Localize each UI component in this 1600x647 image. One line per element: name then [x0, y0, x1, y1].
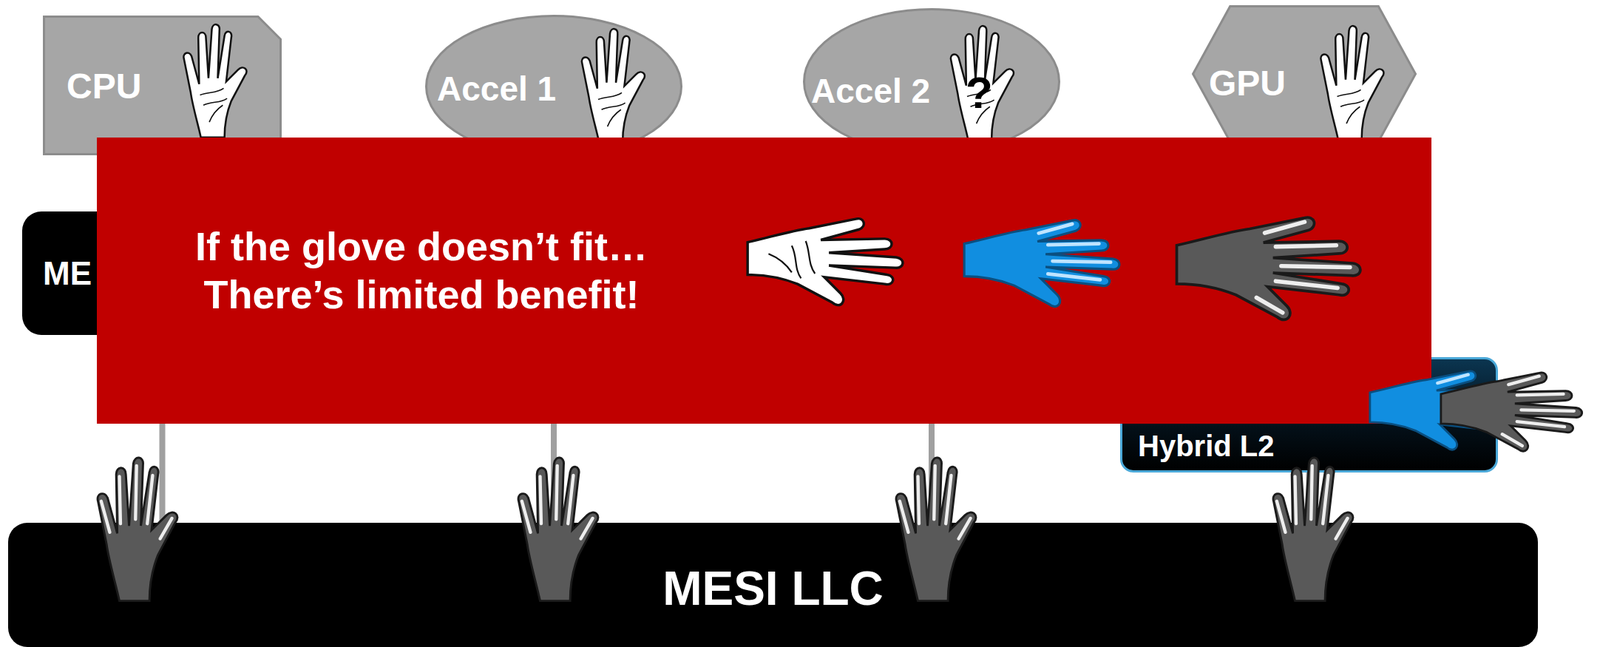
ellipse-outline	[426, 16, 682, 158]
node-label: If the glove doesn’t fit… There’s limite…	[133, 222, 710, 319]
question-mark: ?	[965, 70, 993, 116]
clipped-rectangle	[44, 17, 281, 155]
connector-line	[1306, 472, 1313, 523]
node-label: CPU	[66, 65, 215, 108]
node-label: Accel 2	[811, 70, 959, 112]
cpu-box: CPU	[42, 15, 282, 156]
node-label: Accel 1	[436, 68, 585, 110]
ellipse-outline	[804, 9, 1060, 155]
node-label: Hybrid L2	[1137, 428, 1360, 464]
accelerator-ellipse: Accel 1	[425, 14, 683, 159]
node-label: GPU	[1208, 62, 1328, 105]
node-label: MESI LLC	[8, 560, 1538, 618]
hexagon-outline	[1193, 6, 1416, 142]
accelerator-ellipse: Accel 2	[802, 8, 1061, 156]
callout-banner: If the glove doesn’t fit… There’s limite…	[96, 137, 1432, 424]
llc-band: MESI LLC	[8, 522, 1538, 647]
gpu-hexagon: GPU	[1191, 5, 1417, 143]
